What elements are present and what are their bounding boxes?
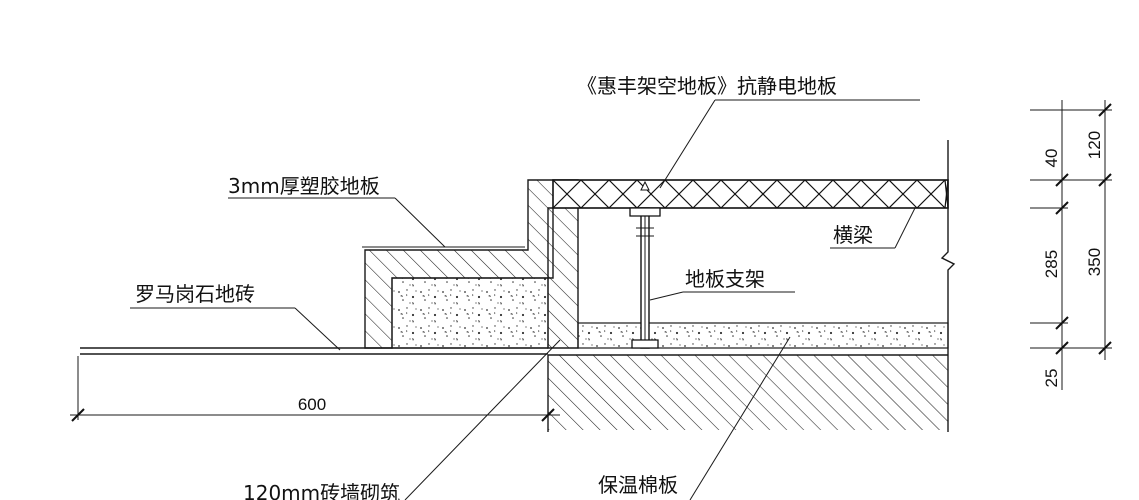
- raised-floor-panel: [552, 179, 949, 209]
- terrazzo-layer: [80, 347, 548, 355]
- panel-cross-line: [916, 179, 946, 209]
- label-beam: 横梁: [833, 223, 873, 247]
- dim-350-text: 350: [1085, 248, 1104, 276]
- label-brick-wall: 120mm砖墙砌筑: [243, 481, 400, 500]
- ground-slab: [547, 354, 948, 432]
- label-raised-floor: 《惠丰架空地板》抗静电地板: [577, 74, 837, 98]
- floor-support-pedestal: [629, 180, 661, 349]
- panel-cross-line: [552, 179, 582, 209]
- panel-cross-line: [748, 179, 778, 209]
- dimension-600: [70, 356, 560, 422]
- label-insulation: 保温棉板: [598, 473, 678, 497]
- panel-cross-line: [804, 179, 834, 209]
- dim-285-text: 285: [1042, 250, 1061, 278]
- panel-cross-line: [664, 179, 694, 209]
- brick-wall-step: [362, 179, 579, 349]
- dimension-chain-right: [1030, 100, 1112, 390]
- panel-cross-line: [832, 179, 862, 209]
- panel-cross-line: [860, 179, 890, 209]
- panel-cross-line: [636, 179, 666, 209]
- label-plastic-floor: 3mm厚塑胶地板: [228, 174, 380, 198]
- panel-cross-line: [692, 179, 722, 209]
- panel-cross-line: [776, 179, 806, 209]
- panel-cross-line: [608, 179, 638, 209]
- leader-lines: [130, 99, 920, 500]
- break-line: [940, 140, 956, 432]
- dim-40-text: 40: [1042, 149, 1061, 168]
- label-terrazzo: 罗马岗石地砖: [135, 282, 255, 306]
- label-support: 地板支架: [685, 267, 765, 291]
- panel-cross-line: [720, 179, 750, 209]
- dim-120-text: 120: [1085, 131, 1104, 159]
- dim-25-text: 25: [1042, 369, 1061, 388]
- dim-600-text: 600: [298, 395, 326, 414]
- panel-cross-line: [580, 179, 610, 209]
- panel-cross-line: [888, 179, 918, 209]
